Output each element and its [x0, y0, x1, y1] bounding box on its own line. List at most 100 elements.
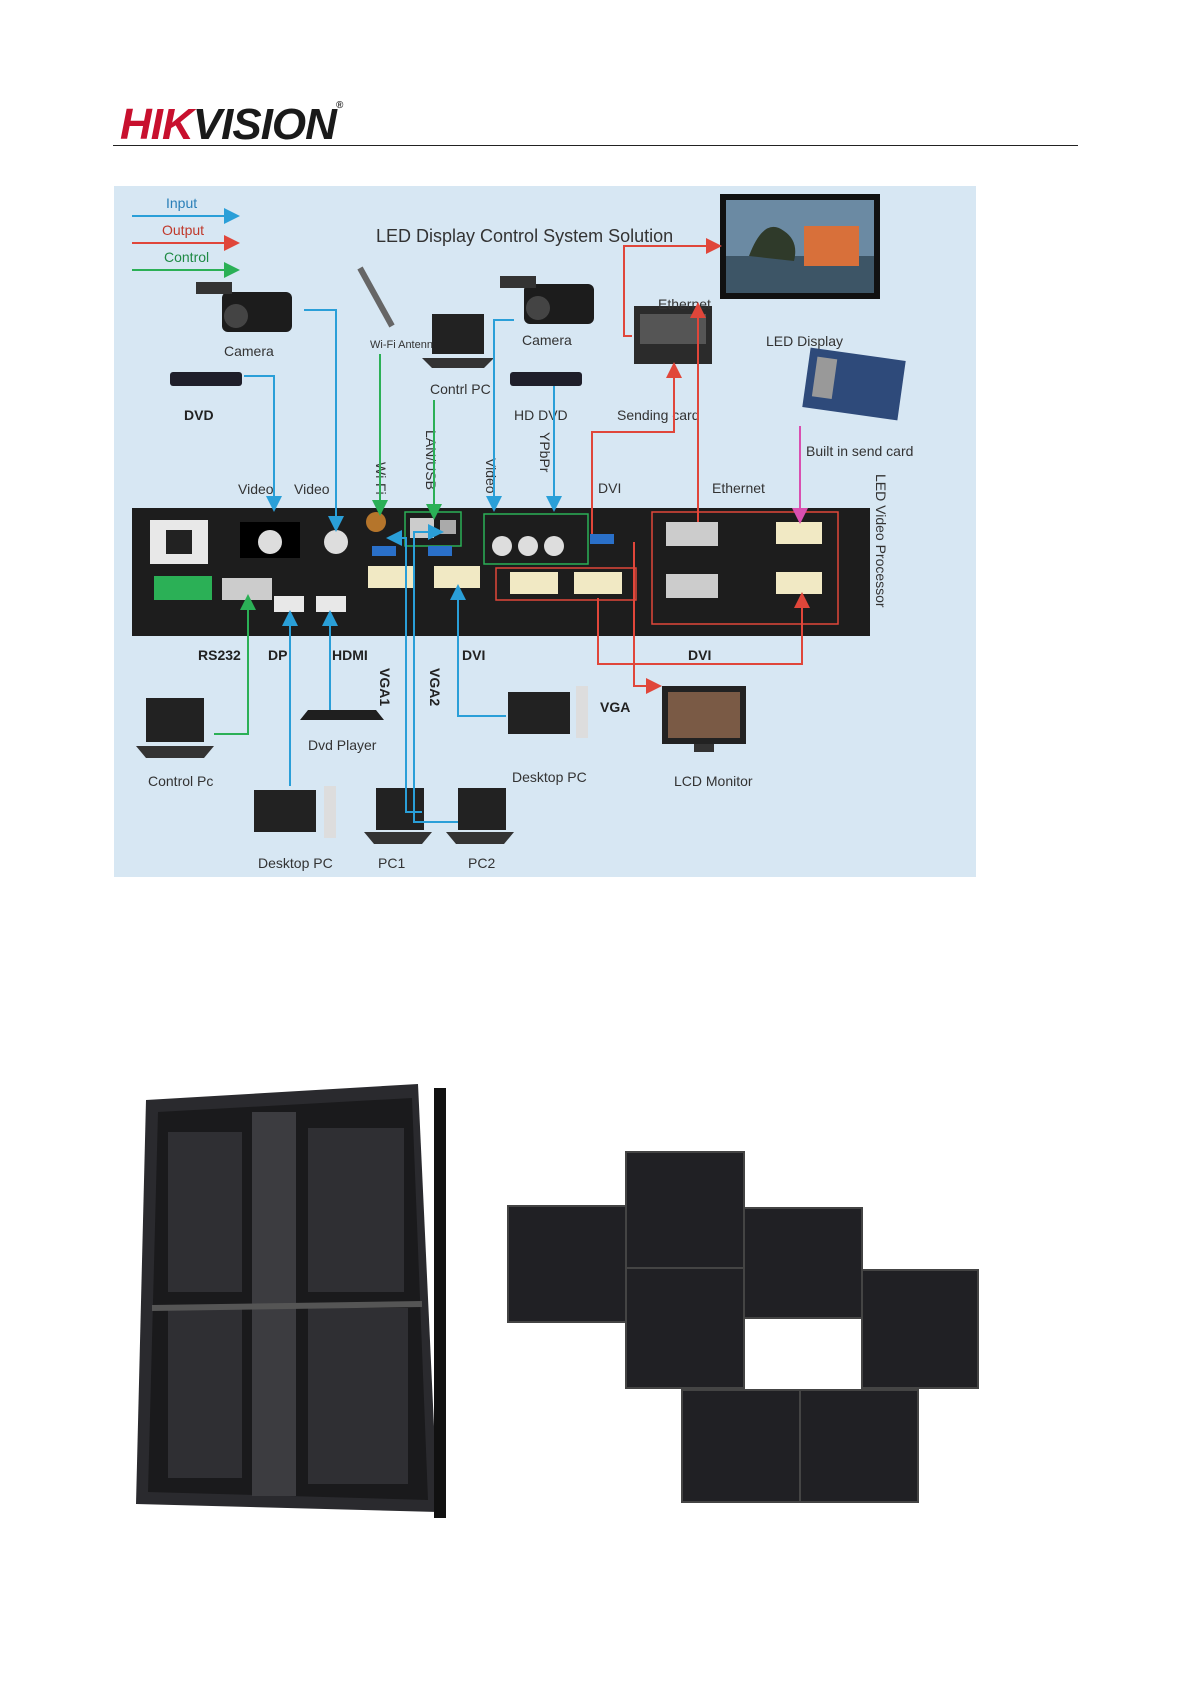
outputs-frame [495, 567, 637, 601]
built-in-card-label: Built in send card [806, 443, 913, 459]
contrl-pc-keyboard [422, 358, 494, 368]
ypbpr-bnc-1 [492, 536, 512, 556]
hd-dvd-box [510, 372, 582, 386]
rs232-label: RS232 [198, 647, 241, 663]
dvd-box [170, 372, 242, 386]
ethernet-port-2 [666, 574, 718, 598]
array-cabinet-4 [625, 1267, 745, 1389]
ypbpr-frame [483, 513, 589, 565]
camera1-label: Camera [224, 343, 274, 359]
pc1-screen [376, 788, 424, 830]
rs232-line [214, 594, 256, 735]
vga-out-port [590, 534, 614, 544]
hd-dvd-label: HD DVD [514, 407, 568, 423]
pc2-device: PC2 [446, 788, 514, 871]
camera2-label: Camera [522, 332, 572, 348]
send-dvi-port-1 [776, 522, 822, 544]
dvd-label: DVD [184, 407, 214, 423]
control-connections [214, 354, 442, 735]
array-cabinet-5 [861, 1269, 979, 1389]
ethernet-right-label: Ethernet [712, 480, 765, 496]
led-display-device: LED Display [720, 194, 880, 349]
contrl-pc-screen [432, 314, 484, 354]
dvi-out-label: DVI [598, 480, 621, 496]
desktop-pc1-device: Desktop PC [254, 786, 336, 871]
contrl-pc-label: Contrl PC [430, 381, 491, 397]
dvi-in-port-2 [434, 566, 480, 588]
legend-output-label: Output [162, 222, 204, 238]
logo-text-red: HIK [120, 100, 194, 149]
wifi-antenna-device: Wi-Fi Antennae [357, 266, 445, 351]
pc1-label: PC1 [378, 855, 405, 871]
led-video-processor: LED Video Processor [132, 474, 889, 636]
pc1-keyboard [364, 832, 432, 844]
pc2-vga2-line [413, 524, 458, 823]
led-display-rock [749, 226, 796, 261]
lan-usb-label: LAN/USB [423, 430, 439, 490]
video1-label: Video [238, 481, 274, 497]
legend-input-label: Input [166, 195, 197, 211]
hikvision-logo: HIKVISION® [120, 100, 343, 150]
output-connections [591, 238, 810, 694]
cabinet-array [507, 1151, 979, 1503]
usb-port [440, 520, 456, 534]
array-cabinet-6 [681, 1389, 801, 1503]
cabinet-side-edge [434, 1088, 446, 1518]
built-in-card-bracket [811, 356, 838, 400]
wifi-connector [366, 512, 386, 532]
cabinet-modules [168, 1128, 408, 1484]
header-rule [113, 145, 1078, 146]
desktop-pc1-tower [324, 786, 336, 838]
dp-label: DP [268, 647, 287, 663]
video1-bnc [258, 530, 282, 554]
pc2-screen [458, 788, 506, 830]
ypbpr-bnc-2 [518, 536, 538, 556]
dvd-player-box [300, 710, 384, 720]
desktop-pc2-dvi-line [450, 584, 506, 717]
camera2-handle [500, 276, 536, 288]
rs232-terminal [154, 576, 212, 600]
vga-out-label: VGA [600, 699, 630, 715]
camera1-device: Camera [196, 282, 292, 359]
dvi-in-port-1 [368, 566, 414, 588]
video2-bnc [324, 530, 348, 554]
camera2-lens [526, 296, 550, 320]
desktop-pc1-monitor [254, 790, 316, 832]
lcd-monitor-screen [668, 692, 740, 738]
wifi-antenna-label: Wi-Fi Antennae [370, 339, 445, 351]
dvd-player-label: Dvd Player [308, 737, 377, 753]
desktop-pc1-label: Desktop PC [258, 855, 333, 871]
control-pc-keyboard [136, 746, 214, 758]
led-display-label: LED Display [766, 333, 843, 349]
dvi-bottom-label: DVI [688, 647, 711, 663]
array-cabinet-3 [743, 1207, 863, 1319]
vga2-port [428, 546, 452, 556]
dvd-device: DVD [170, 372, 242, 423]
control-pc-screen [146, 698, 204, 742]
ypbpr-bnc-3 [544, 536, 564, 556]
system-diagram: Input Output Control LED Display Control… [114, 186, 976, 877]
dp-port [274, 596, 304, 612]
lcd-monitor-label: LCD Monitor [674, 773, 753, 789]
camera2-video-line [486, 319, 514, 512]
ethernet-top-label: Ethernet [658, 296, 711, 312]
logo-text-dark: VISION [192, 100, 337, 149]
rs232-port [222, 578, 272, 600]
legend-control-label: Control [164, 249, 209, 265]
ethernet-port-1 [666, 522, 718, 546]
wifi-antenna-rod [357, 266, 395, 328]
camera1-lens [224, 304, 248, 328]
power-socket-pins [166, 530, 192, 554]
pc2-label: PC2 [468, 855, 495, 871]
lcd-monitor-device: LCD Monitor [662, 686, 753, 789]
ypbpr-label: YPbPr [537, 432, 553, 473]
dvi-in-label: DVI [462, 647, 485, 663]
built-in-send-card-device: Built in send card [802, 347, 913, 459]
desktop-pc2-tower [576, 686, 588, 738]
video2-label: Video [294, 481, 330, 497]
video3-label: Video [483, 458, 499, 494]
led-cabinet-back-photo [136, 1084, 446, 1518]
hdmi-port [316, 596, 346, 612]
contrl-pc-device: Contrl PC [422, 314, 494, 397]
control-pc-label: Control Pc [148, 773, 213, 789]
